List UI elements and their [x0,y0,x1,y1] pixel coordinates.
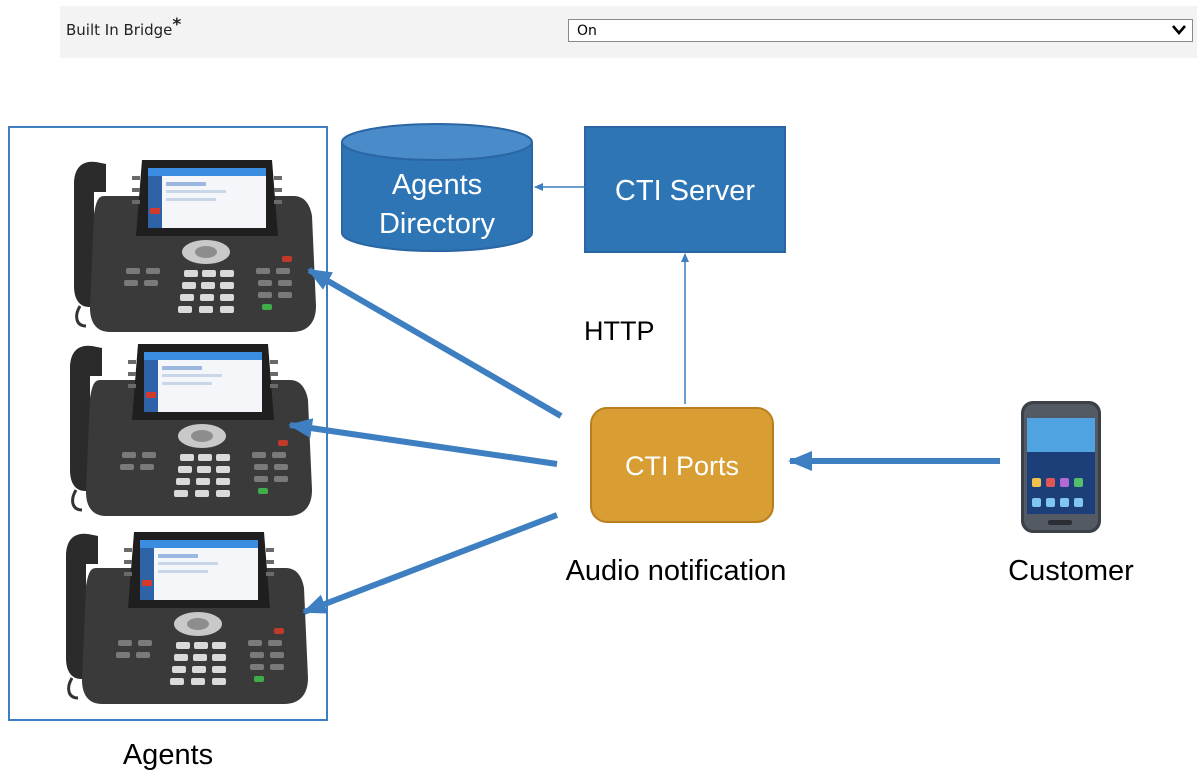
cti-ports-label: CTI Ports [625,451,739,481]
built-in-bridge-select[interactable]: On [568,19,1193,42]
agents-directory-label-line1: Agents [392,169,482,201]
setting-label: Built In Bridge* [66,15,181,40]
chevron-down-icon [1172,25,1186,35]
ports-to-agent-2-arrow [288,418,558,467]
agents-group-box [8,126,328,721]
cti-ports-node: CTI Ports [590,407,774,523]
ports-to-agent-1-arrow [307,267,563,419]
required-mark: * [172,15,182,35]
customer-smartphone-icon [1021,401,1101,533]
audio-notification-label: Audio notification [566,555,787,587]
setting-row: Built In Bridge* On [60,6,1197,58]
ports-to-agent-3-arrow [302,512,559,615]
http-label: HTTP [584,316,655,346]
setting-label-text: Built In Bridge [66,21,173,39]
cti-server-node: CTI Server [584,126,786,253]
customer-label: Customer [1008,555,1134,587]
agents-label: Agents [123,739,213,771]
agents-directory-label-line2: Directory [379,208,496,240]
agent-phone-1-icon [72,158,318,334]
agents-directory-node: Agents Directory [341,123,533,252]
cti-server-label: CTI Server [615,175,756,207]
agent-phone-3-icon [64,530,310,706]
agent-phone-2-icon [68,342,314,518]
select-value: On [577,23,597,39]
